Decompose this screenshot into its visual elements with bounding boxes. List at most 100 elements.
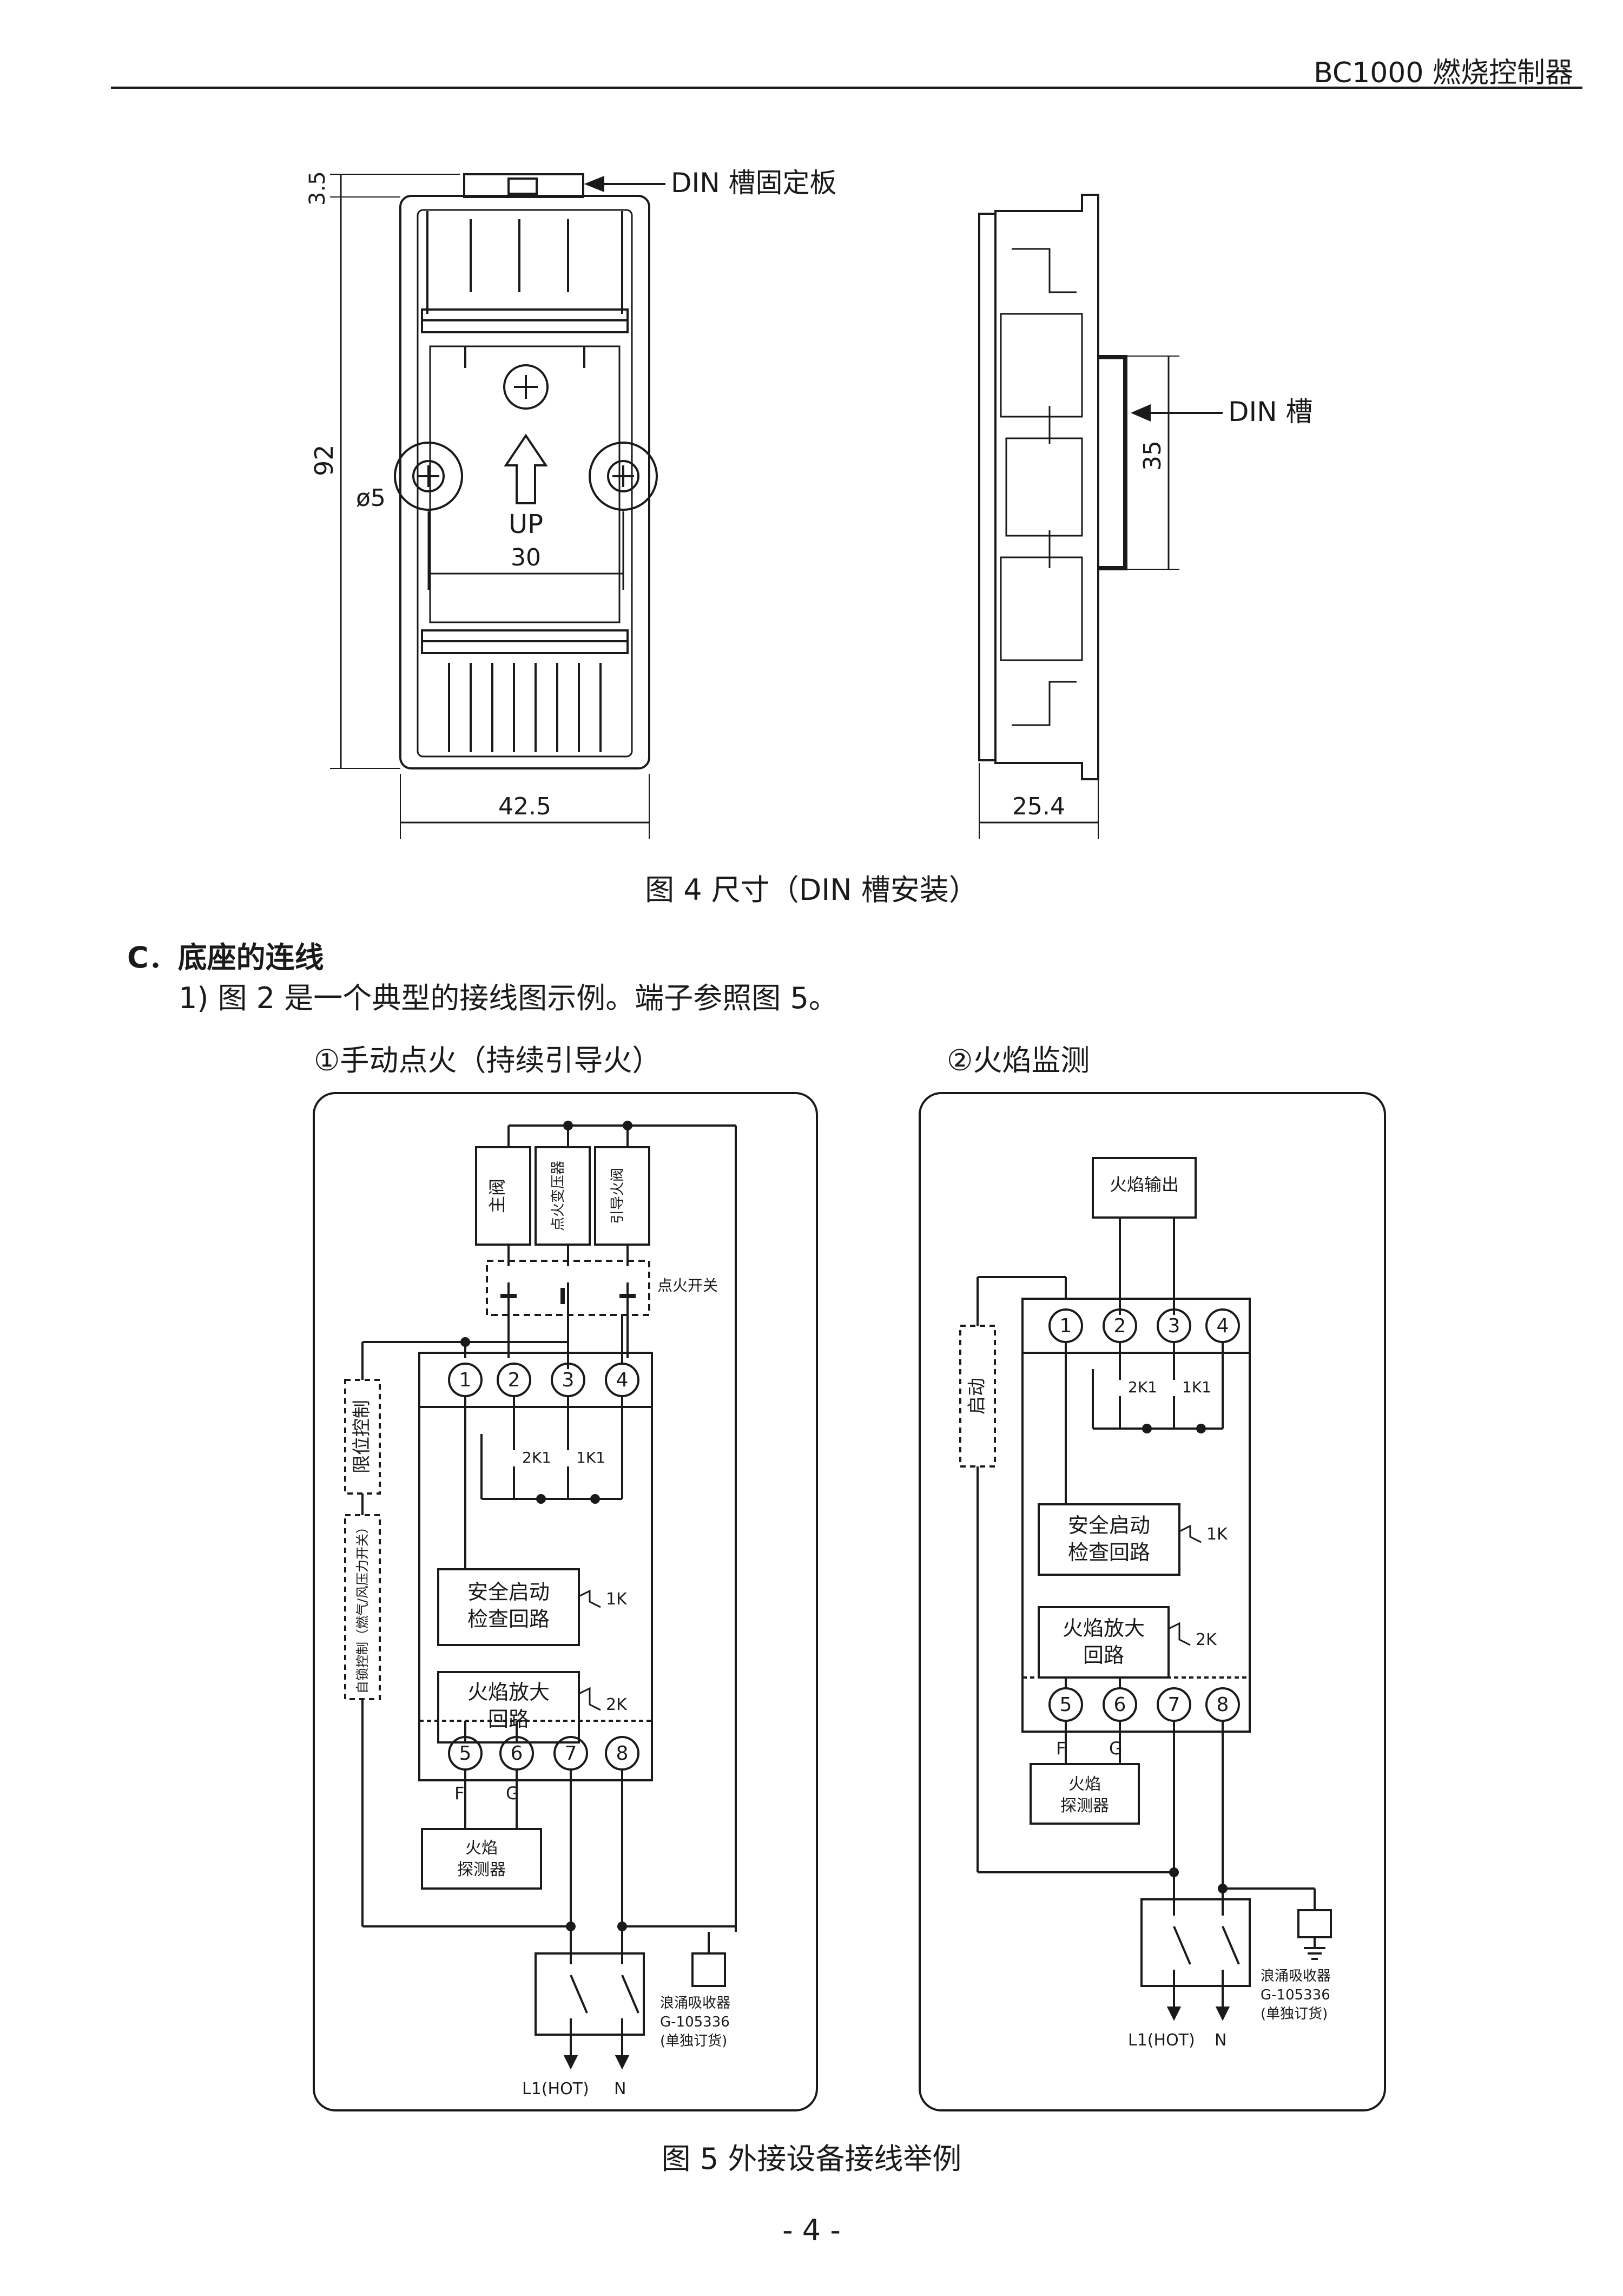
flame-detector-box xyxy=(421,1828,542,1890)
main-valve-label: 主阀 xyxy=(487,1179,507,1213)
figure-5-caption: 图 5 外接设备接线举例 xyxy=(661,2142,962,2176)
r-flame-detector-box xyxy=(1030,1763,1140,1825)
t4-label: 4 xyxy=(616,1369,629,1391)
flame-output-label: 火焰输出 xyxy=(1110,1174,1179,1195)
t6-label: 6 xyxy=(511,1742,523,1765)
start-label: 启动 xyxy=(966,1378,988,1415)
r-flame-detector-line2: 探测器 xyxy=(1060,1797,1109,1815)
center-screw-hole xyxy=(503,364,549,410)
dim-5: ø5 xyxy=(356,484,386,512)
limit-control-label: 限位控制 xyxy=(351,1400,373,1473)
up-arrow-icon xyxy=(504,433,548,504)
surge-line3: (单独订货) xyxy=(660,2033,727,2049)
din-rail-profile xyxy=(1098,355,1127,570)
t3-label: 3 xyxy=(562,1369,575,1391)
pilot-valve-box xyxy=(594,1146,650,1246)
r-surge-line2: G-105336 xyxy=(1261,1987,1330,2003)
rt2-label: 2 xyxy=(1114,1315,1126,1337)
din-rail-label: DIN 槽 xyxy=(1228,396,1313,427)
up-label: UP xyxy=(509,509,543,540)
r-relay-1k-label: 1K xyxy=(1206,1525,1228,1544)
rt3-label: 3 xyxy=(1168,1315,1180,1337)
t8-label: 8 xyxy=(616,1742,629,1765)
header-rule xyxy=(111,87,1582,89)
r-safety-line2: 检查回路 xyxy=(1068,1541,1150,1564)
n-label: N xyxy=(614,2080,626,2098)
r-surge-line1: 浪涌吸收器 xyxy=(1261,1968,1331,1984)
surge-line2: G-105336 xyxy=(660,2014,730,2030)
safety-check-line2: 检查回路 xyxy=(467,1607,550,1631)
r-g-label: G xyxy=(1109,1738,1123,1759)
flame-output-box xyxy=(1092,1157,1197,1219)
controller-box-right xyxy=(1021,1298,1251,1733)
relay-2k1-label: 2K1 xyxy=(522,1449,551,1466)
din-plate-label: DIN 槽固定板 xyxy=(671,167,837,199)
main-power-switch xyxy=(535,1952,645,2036)
relay-1k-label: 1K xyxy=(606,1590,628,1609)
right-panel-frame xyxy=(919,1092,1386,2111)
t2-label: 2 xyxy=(508,1369,520,1391)
flame-amp-line2: 回路 xyxy=(488,1707,529,1731)
t1-label: 1 xyxy=(459,1369,472,1391)
flame-amp-box xyxy=(437,1671,580,1744)
pilot-valve-label: 引导火阀 xyxy=(610,1168,626,1224)
ign-switch-label: 点火开关 xyxy=(657,1277,718,1294)
figure-5-right-wiring: 火焰输出 启动 1 2 3 4 2K1 1K1 安全启动 检查回路 1K 火焰放… xyxy=(919,1092,1386,2111)
din-fixing-plate xyxy=(463,173,584,198)
rt7-label: 7 xyxy=(1168,1694,1180,1716)
dim-42-5: 42.5 xyxy=(498,793,551,820)
r-flame-amp-line2: 回路 xyxy=(1083,1643,1124,1667)
dim-25-4: 25.4 xyxy=(1012,793,1065,820)
rt6-label: 6 xyxy=(1114,1694,1126,1716)
list-item-1: 1) 图 2 是一个典型的接线图示例。端子参照图 5。 xyxy=(179,981,838,1015)
rt4-label: 4 xyxy=(1217,1315,1229,1337)
flame-detector-line2: 探测器 xyxy=(457,1860,506,1879)
rt5-label: 5 xyxy=(1060,1694,1072,1716)
l1-label: L1(HOT) xyxy=(522,2080,589,2098)
surge-absorber-box xyxy=(691,1952,726,1987)
t5-label: 5 xyxy=(459,1742,472,1765)
r-safety-check-box xyxy=(1038,1503,1180,1576)
dim-30: 30 xyxy=(511,544,541,571)
r-surge-line3: (单独订货) xyxy=(1261,2006,1328,2022)
figure-5-left-wiring: 主阀 点火变压器 引导火阀 点火开关 1 2 3 4 2K1 1K1 安全启动 … xyxy=(313,1092,818,2111)
t7-label: 7 xyxy=(565,1742,577,1765)
safety-check-line1: 安全启动 xyxy=(467,1580,550,1604)
relay-2k-label: 2K xyxy=(606,1695,628,1714)
page-number: - 4 - xyxy=(782,2213,841,2247)
r-relay-2k1-label: 2K1 xyxy=(1128,1378,1157,1396)
dim-35: 35 xyxy=(1139,440,1166,471)
r-l1-label: L1(HOT) xyxy=(1128,2031,1195,2050)
figure-5-right-title: ②火焰监测 xyxy=(947,1043,1090,1077)
r-flame-detector-line1: 火焰 xyxy=(1068,1775,1101,1794)
left-mount-hole xyxy=(394,442,463,511)
ign-transformer-box xyxy=(535,1146,591,1246)
section-heading: C．底座的连线 xyxy=(127,940,324,975)
flame-detector-line1: 火焰 xyxy=(465,1839,498,1858)
flame-amp-line1: 火焰放大 xyxy=(467,1680,550,1704)
left-panel-frame xyxy=(313,1092,818,2111)
ign-transformer-label: 点火变压器 xyxy=(550,1161,566,1231)
rt1-label: 1 xyxy=(1060,1315,1072,1337)
rt8-label: 8 xyxy=(1217,1694,1229,1716)
f-label: F xyxy=(454,1783,464,1804)
right-mount-hole xyxy=(589,442,658,511)
document-header-title: BC1000 燃烧控制器 xyxy=(1314,57,1573,89)
r-n-label: N xyxy=(1215,2031,1226,2050)
r-flame-amp-line1: 火焰放大 xyxy=(1063,1616,1145,1640)
interlock-label: 自锁控制（燃气/风压力开关） xyxy=(355,1521,370,1694)
r-flame-amp-box xyxy=(1038,1606,1170,1679)
relay-1k1-label: 1K1 xyxy=(576,1449,605,1466)
surge-line1: 浪涌吸收器 xyxy=(660,1995,730,2011)
dim-92: 92 xyxy=(309,444,339,476)
r-f-label: F xyxy=(1056,1738,1066,1759)
figure-4-dimension-drawing: DIN 槽固定板 DIN 槽 3.5 92 ø5 UP 30 42.5 25.4… xyxy=(305,167,1313,839)
figure-5-left-title: ①手动点火（持续引导火） xyxy=(314,1043,662,1077)
g-label: G xyxy=(506,1783,519,1804)
safety-check-box xyxy=(437,1568,580,1646)
figure-4-caption: 图 4 尺寸（DIN 槽安装） xyxy=(645,873,978,907)
r-relay-1k1-label: 1K1 xyxy=(1182,1378,1211,1396)
r-relay-2k-label: 2K xyxy=(1196,1630,1217,1649)
controller-box xyxy=(418,1352,653,1781)
dim-3-5: 3.5 xyxy=(305,171,330,206)
